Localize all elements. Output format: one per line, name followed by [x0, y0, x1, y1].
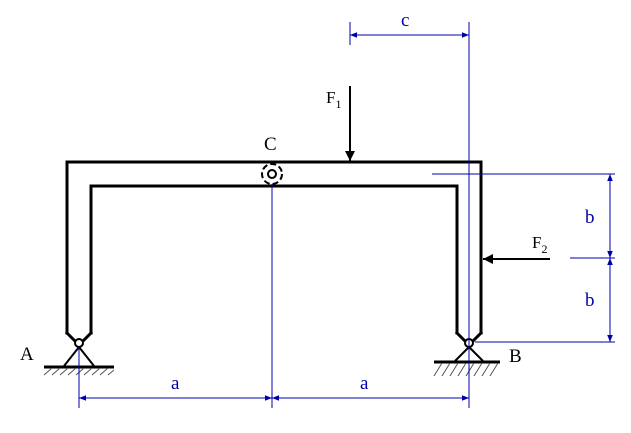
dimension-extension-lines: [78, 22, 615, 408]
hinge-c: [261, 163, 283, 185]
force-f2: F2: [483, 233, 550, 264]
point-b-label: B: [509, 346, 522, 367]
point-a-label: A: [20, 344, 34, 365]
dimension-b-upper: b: [585, 174, 613, 258]
left-leg-base: [64, 330, 94, 343]
point-c-label: C: [264, 134, 277, 155]
dimension-a-left-label: a: [171, 373, 180, 394]
force-f1: F1: [326, 86, 355, 161]
dimension-a-right: a: [272, 373, 469, 401]
dimension-b-upper-label: b: [585, 207, 595, 228]
support-a-ground-hatch: [43, 367, 115, 376]
force-f2-label: F2: [532, 233, 547, 256]
dimension-c-label: c: [401, 10, 409, 31]
right-leg-base: [454, 330, 484, 343]
support-b-ground-hatch: [433, 362, 499, 377]
dimension-a-left: a: [79, 373, 272, 401]
dimension-b-lower: b: [585, 258, 613, 342]
support-b: [433, 338, 500, 377]
dimension-c: c: [350, 10, 469, 38]
dimension-b-lower-label: b: [585, 290, 595, 311]
frame-structure: [64, 160, 484, 343]
force-f1-label: F1: [326, 88, 341, 111]
frame-inner-outline: [89, 184, 459, 335]
dimension-a-right-label: a: [360, 373, 369, 394]
frame-outer-outline: [65, 160, 483, 335]
